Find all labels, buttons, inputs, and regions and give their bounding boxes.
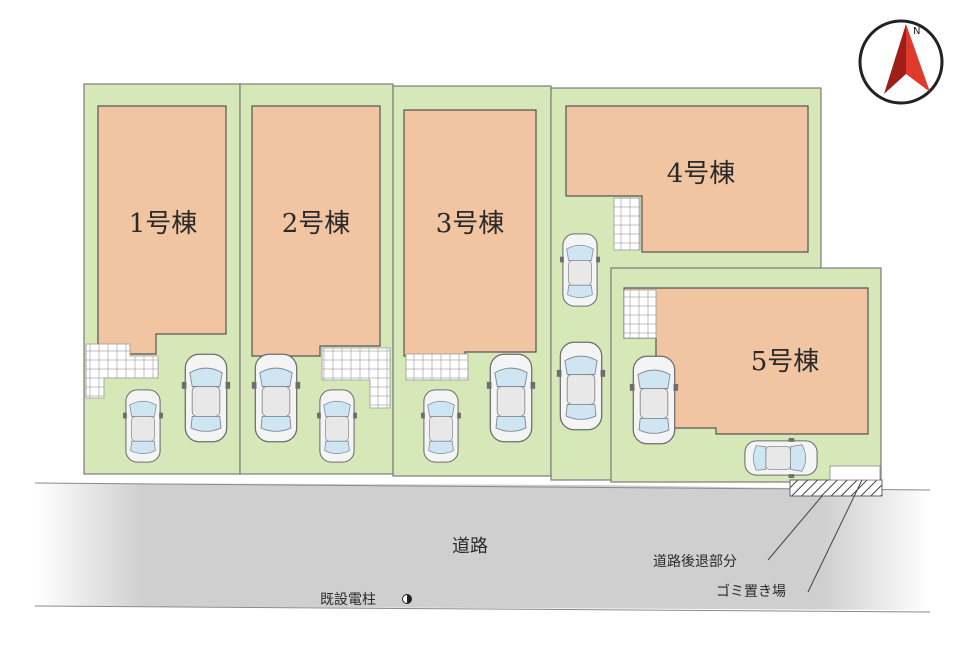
road-edge-top (34, 482, 931, 491)
house-4-footprint (565, 105, 809, 253)
road-edge-bottom (34, 605, 931, 613)
road-area (35, 483, 930, 610)
road-label: 道路 (452, 536, 488, 557)
car-3a (420, 389, 462, 463)
utility-pole-label: 既設電柱 (320, 592, 376, 608)
car-3b (486, 353, 536, 443)
house-2-label: 2号棟 (282, 209, 351, 239)
road-setback-label: 道路後退部分 (653, 554, 737, 570)
car-1a (122, 389, 164, 463)
road-setback-area (789, 479, 883, 497)
house-2-footprint (251, 105, 381, 357)
approach-2 (321, 347, 391, 409)
approach-5 (623, 289, 657, 339)
car-1b (181, 353, 231, 443)
house-5-label: 5号棟 (751, 347, 820, 377)
car-4b (556, 341, 606, 431)
house-1-label: 1号棟 (129, 209, 198, 239)
garbage-leader (807, 479, 863, 593)
approach-1 (85, 343, 159, 399)
car-4a (559, 233, 601, 307)
car-5a (629, 355, 679, 445)
car-2a (251, 353, 301, 443)
utility-pole-icon (402, 594, 412, 604)
car-5b (744, 437, 818, 479)
north-arrow-icon (906, 24, 930, 92)
car-2b (316, 389, 358, 463)
garbage-area (829, 465, 881, 481)
north-marker: N (913, 26, 920, 37)
compass-rose: N (858, 19, 944, 105)
garbage-area-label: ゴミ置き場 (716, 583, 786, 600)
house-3-footprint (403, 109, 537, 357)
house-4-label: 4号棟 (667, 159, 736, 189)
setback-leader (767, 495, 823, 561)
approach-3 (405, 353, 469, 381)
approach-4 (613, 197, 641, 251)
house-3-label: 3号棟 (436, 209, 505, 239)
